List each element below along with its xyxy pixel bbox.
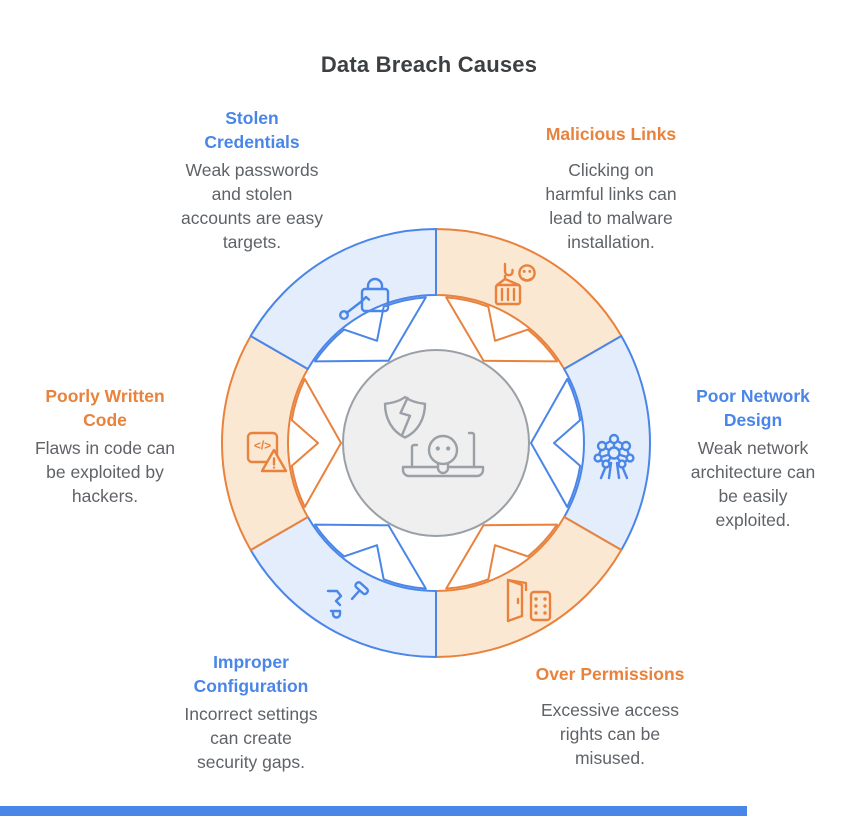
cause-label-stolen-credentials: Stolen Credentials Weak passwords and st… [147, 106, 357, 254]
inward-arrow [313, 296, 427, 363]
cause-description: Incorrect settings can create security g… [184, 704, 318, 772]
cause-label-over-permissions: Over Permissions Excessive access rights… [495, 662, 725, 770]
page-title: Data Breach Causes [320, 52, 538, 77]
segment-stolen-credentials [249, 228, 437, 370]
cause-title: Stolen Credentials [204, 108, 300, 152]
inward-arrow [445, 523, 559, 590]
code-warning-icon: </> [246, 431, 288, 473]
svg-text:</>: </> [254, 439, 271, 453]
cause-label-improper-configuration: Improper Configuration Incorrect setting… [141, 650, 361, 774]
cause-description: Excessive access rights can be misused. [540, 700, 680, 768]
cause-description: Flaws in code can be exploited by hacker… [34, 438, 176, 506]
broken-shield-icon [383, 395, 427, 439]
cause-label-poorly-written-code: Poorly Written Code Flaws in code can be… [0, 384, 210, 508]
inward-arrow [290, 378, 342, 508]
cause-title: Poor Network Design [696, 386, 810, 430]
cause-title: Improper Configuration [193, 652, 309, 696]
tools-icon [326, 581, 370, 619]
inward-arrow [313, 523, 427, 590]
lock-pick-icon [339, 277, 390, 320]
cause-title: Poorly Written Code [45, 386, 165, 430]
cause-description: Weak network architecture can be easily … [690, 438, 816, 530]
hook-crate-skull-icon [494, 262, 536, 306]
cause-title: Malicious Links [545, 124, 677, 144]
skull-laptop-icon [401, 431, 485, 478]
cause-label-malicious-links: Malicious Links Clicking on harmful link… [501, 122, 721, 254]
inward-arrow [530, 378, 582, 508]
network-icon [593, 433, 635, 480]
cause-title: Over Permissions [535, 664, 685, 684]
donut-diagram: </> [221, 228, 651, 658]
cause-description: Weak passwords and stolen accounts are e… [180, 160, 324, 252]
inward-arrow [445, 296, 559, 363]
cause-description: Clicking on harmful links can lead to ma… [545, 160, 677, 252]
cause-label-poor-network-design: Poor Network Design Weak network archite… [653, 384, 853, 532]
footer-accent-bar [0, 806, 747, 816]
door-keypad-icon [506, 578, 552, 623]
